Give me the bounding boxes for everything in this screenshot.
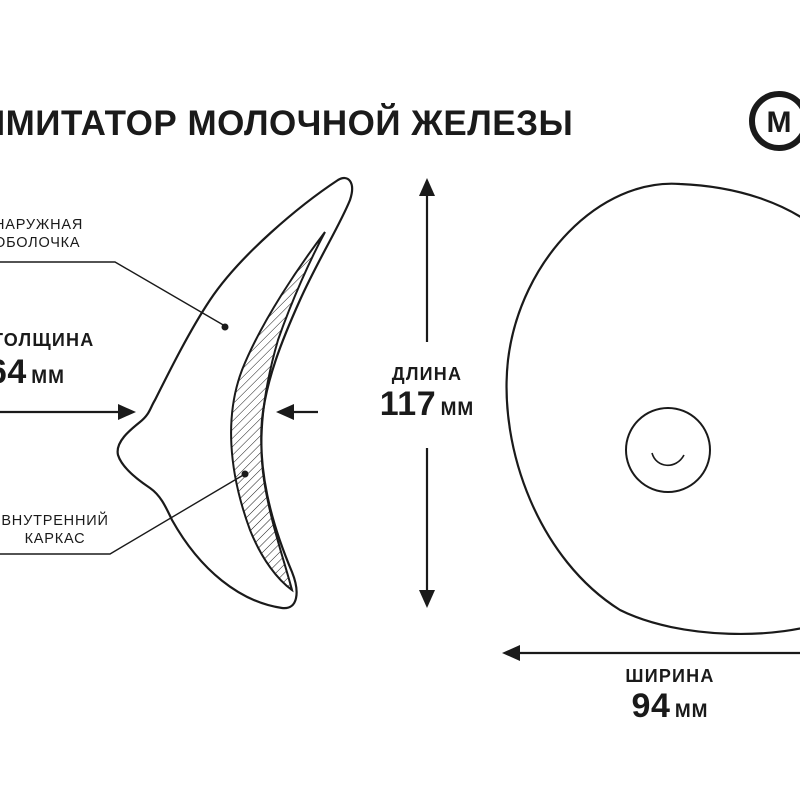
outer-shell-leader bbox=[0, 261, 226, 327]
inner-frame-leader bbox=[0, 473, 246, 555]
thickness-value: 64 bbox=[0, 353, 27, 391]
width-unit: ММ bbox=[674, 701, 709, 722]
width-value: 94 bbox=[631, 687, 671, 725]
thickness-unit: ММ bbox=[31, 367, 65, 388]
inner-frame-label-line2: КАРКАС bbox=[24, 531, 86, 547]
page-title: ИМИТАТОР МОЛОЧНОЙ ЖЕЛЕЗЫ bbox=[0, 104, 574, 143]
thickness-caption: ТОЛЩИНА bbox=[0, 330, 95, 350]
outer-shell-outline bbox=[116, 176, 354, 610]
thickness-arrowhead-left bbox=[118, 404, 136, 420]
outer-shell-label-line2: ОБОЛОЧКА bbox=[0, 235, 81, 251]
nipple-curve bbox=[651, 452, 685, 467]
width-caption: ШИРИНА bbox=[625, 666, 715, 686]
thickness-label: ТОЛЩИНА 64 ММ bbox=[0, 330, 114, 392]
logo-letter: M bbox=[767, 106, 792, 139]
front-view-outline bbox=[505, 182, 800, 636]
inner-frame bbox=[230, 231, 326, 593]
length-caption: ДЛИНА bbox=[391, 364, 463, 384]
width-arrowhead-left bbox=[502, 645, 520, 661]
areola-circle bbox=[625, 407, 711, 493]
length-arrowhead-bottom bbox=[419, 590, 435, 608]
inner-frame-dot bbox=[241, 470, 249, 478]
logo-icon: M bbox=[749, 91, 800, 151]
thickness-arrowhead-right bbox=[276, 404, 294, 420]
inner-frame-label-line1: ВНУТРЕННИЙ bbox=[1, 513, 109, 529]
inner-frame-label: ВНУТРЕННИЙ КАРКАС bbox=[0, 512, 114, 548]
length-arrowhead-top bbox=[419, 178, 435, 196]
width-label: ШИРИНА 94 ММ bbox=[600, 666, 740, 726]
outer-shell-dot bbox=[221, 323, 229, 331]
outer-shell-label-line1: НАРУЖНАЯ bbox=[0, 217, 84, 233]
outer-shell-label: НАРУЖНАЯ ОБОЛОЧКА bbox=[0, 216, 104, 252]
length-label: ДЛИНА 117 ММ bbox=[360, 364, 494, 424]
length-value: 117 bbox=[379, 385, 437, 423]
length-unit: ММ bbox=[440, 399, 475, 420]
